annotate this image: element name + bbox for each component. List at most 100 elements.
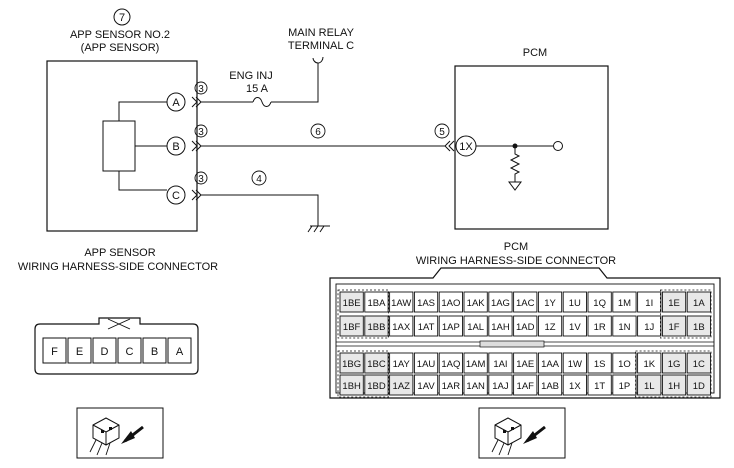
pcm-connector-pin-1q: 1Q [593,298,606,309]
harness-no-b: 3 [198,127,204,138]
pcm-connector-cell [562,291,587,313]
pcm-connector-pin-1bc: 1BC [367,359,386,370]
pcm-connector-pin-1i: 1I [645,298,653,309]
pcm-connector-cell [637,315,662,337]
pcm-connector-pin-1f: 1F [669,322,680,333]
pcm-connector-cell [339,315,364,337]
harness-no-c: 3 [198,174,204,185]
relay-terminal-symbol [312,56,324,64]
harness-circle-b [194,124,208,138]
pcm-connector-cell [488,352,513,374]
pcm-connector-pin-1h: 1H [668,381,680,392]
pcm-connector-cell [637,291,662,313]
pin-label-b: B [172,141,179,153]
pcm-connector-cell [364,352,389,374]
app-connector-pin-box [92,337,117,364]
pcm-connector-cell [513,315,538,337]
pcm-connector-title: PCM [504,241,528,253]
pull-down-resistor [509,146,521,182]
pcm-connector-cell [513,291,538,313]
pcm-connector-cell [438,315,463,337]
pin-circle-a [166,92,186,112]
pcm-connector-pin-1n: 1N [618,322,630,333]
callout-circle-6 [310,123,326,139]
pcm-connector-cell [413,352,439,374]
app-connector-lock-tab [107,318,131,330]
pcm-box [454,65,609,230]
pcm-connector-cell [612,352,637,374]
pcm-connector-pin-1b: 1B [693,322,705,333]
app-connector-pin-a: A [176,346,184,358]
pcm-connector-pin-1ba: 1BA [367,298,386,309]
app-connector-pin-e: E [76,346,83,358]
callout-circle-5 [434,123,450,139]
pcm-connector-cell [438,374,463,396]
fuse-name: ENG INJ [229,70,272,82]
pcm-connector-pin-1g: 1G [668,359,681,370]
pcm-connector-cell [438,291,463,313]
pcm-connector-pin-1x: 1X [569,381,581,392]
pcm-connector-pin-1l: 1L [644,381,655,392]
pcm-connector-cell [339,352,364,374]
pcm-connector-pin-1bf: 1BF [343,322,361,333]
pcm-connector-cell [612,315,637,337]
pcm-connector-cell [488,291,513,313]
pcm-title: PCM [523,47,547,59]
pcm-connector-pin-1s: 1S [594,359,606,370]
pcm-connector-pin-group [337,289,389,339]
pcm-connector-pin-1bg: 1BG [342,359,361,370]
pcm-connector-pin-1ar: 1AR [442,381,461,392]
callout-4: 4 [256,174,262,185]
pcm-connector-cell [612,374,637,396]
pcm-connector-pin-1ap: 1AP [442,322,460,333]
ground-symbol [307,225,330,233]
pcm-connector-pin-1k: 1K [643,359,655,370]
app-connector-pin-box [42,337,67,364]
wire-c [201,194,319,226]
app-connector-pin-box [142,337,167,364]
pcm-connector-cell [587,352,612,374]
pcm-connector-pin-1w: 1W [568,359,582,370]
pcm-connector-pin-1m: 1M [618,298,631,309]
pcm-connector-pin-1u: 1U [569,298,581,309]
pcm-connector-cell [587,374,612,396]
pin-label-c: C [172,190,180,202]
pcm-connector-pin-1be: 1BE [343,298,361,309]
pcm-connector-cell [389,291,414,313]
pcm-connector-cell [364,291,389,313]
pcm-connector-cell [438,352,463,374]
pcm-connector-pin-1bd: 1BD [367,381,386,392]
pcm-connector-pin-1aq: 1AQ [441,359,460,370]
pcm-connector-pin-1ah: 1AH [491,322,510,333]
pcm-connector-cell [389,315,414,337]
pcm-connector-pin-1au: 1AU [417,359,436,370]
harness-circle-c [194,171,208,185]
pcm-connector-pin-1ag: 1AG [491,298,510,309]
pcm-connector-subtitle: WIRING HARNESS-SIDE CONNECTOR [416,255,616,267]
pcm-connector-chevron [444,140,455,152]
app-connector-pin-box [67,337,92,364]
pcm-connector-cell [612,291,637,313]
app-connector-title: APP SENSOR [84,247,155,259]
pcm-connector-cell [537,291,563,313]
app-sensor-element [102,120,136,172]
pin-circle-b [166,136,186,156]
pcm-connector-pin-1ab: 1AB [541,381,559,392]
callout-5: 5 [439,127,445,138]
pcm-connector-pin-1an: 1AN [466,381,485,392]
pcm-input-node [553,141,563,151]
pcm-connector-cell [463,352,488,374]
pcm-connector-pin-1ac: 1AC [516,298,535,309]
harness-view-icon-left [76,407,164,459]
pcm-connector-pin-1ax: 1AX [392,322,411,333]
pcm-connector-cell [686,291,711,313]
pcm-connector-cell [637,352,662,374]
pcm-connector-cell [661,352,687,374]
harness-circle-a [194,81,208,95]
app-connector-pin-box [117,337,142,364]
pcm-connector-cell [389,374,414,396]
pcm-connector-pin-group [337,350,389,398]
pcm-connector-cell [413,374,439,396]
